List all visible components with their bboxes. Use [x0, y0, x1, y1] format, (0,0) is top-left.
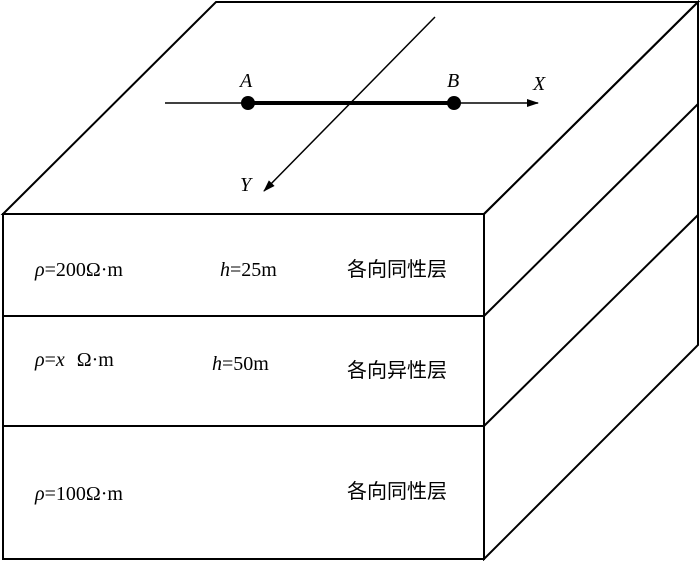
layer-1-type: 各向同性层 [347, 257, 447, 281]
layer-1-resistivity: ρ=200Ω·m [34, 259, 123, 281]
layer-boundary-1-side [483, 103, 699, 317]
block-top-face [0, 1, 700, 215]
electrode-a-dot [241, 96, 255, 110]
layer-3-resistivity: ρ=100Ω·m [34, 483, 123, 505]
layer-2-thickness: h=50m [212, 353, 269, 375]
y-axis-label: Y [240, 174, 253, 196]
y-axis-arrow [263, 16, 436, 192]
layer-1-thickness: h=25m [220, 259, 277, 281]
layer-3-type: 各向同性层 [347, 479, 447, 503]
electrode-a-label: A [238, 70, 253, 92]
x-axis-label: X [532, 73, 546, 95]
block-right-face [483, 0, 699, 561]
electrode-b-dot [447, 96, 461, 110]
electrode-b-label: B [447, 70, 459, 92]
layer-boundary-2-side [483, 214, 699, 427]
layer-2-type: 各向异性层 [347, 358, 447, 382]
